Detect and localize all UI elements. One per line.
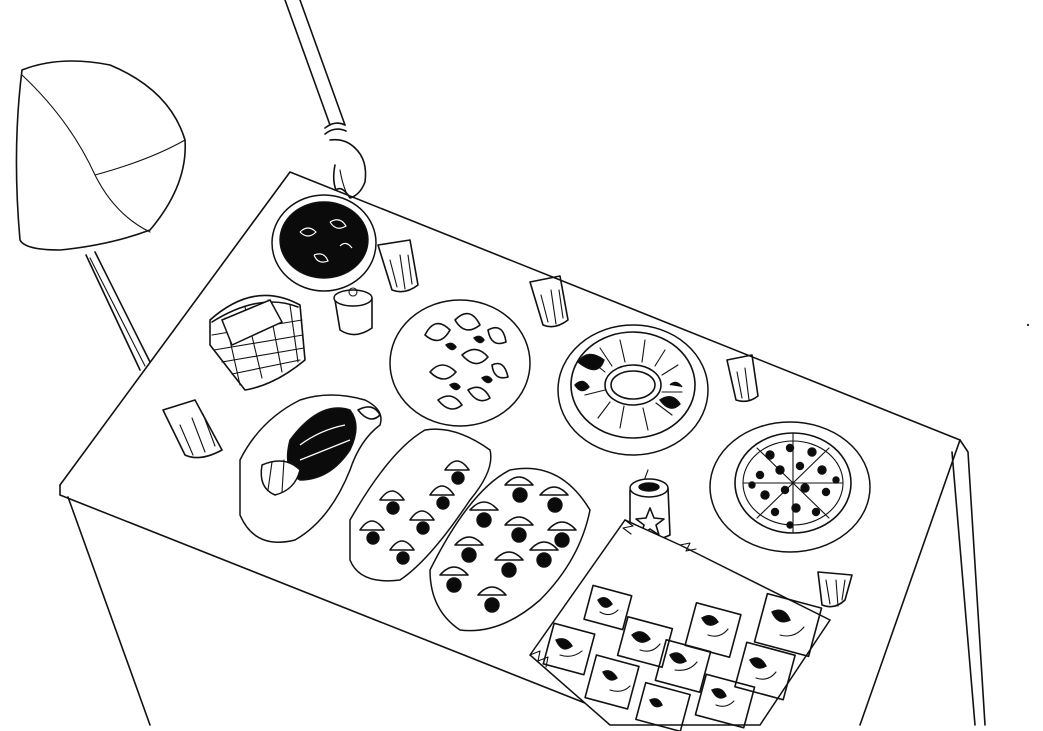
table — [59, 171, 986, 726]
chair — [15, 60, 187, 371]
wreath-cake-platter — [557, 324, 709, 456]
pizza-plate — [709, 421, 871, 553]
glass — [726, 354, 759, 403]
table-leg-right — [959, 439, 986, 726]
tart-tray — [349, 428, 492, 582]
glass — [817, 571, 853, 608]
dark-bowl — [271, 194, 377, 292]
dumpling-plate — [389, 299, 531, 427]
hand-reaching — [284, 0, 367, 199]
croissant-dish — [239, 394, 382, 543]
sugar-pot — [333, 287, 373, 336]
glass — [377, 239, 419, 293]
table-leg-left — [67, 496, 151, 726]
bread-basket — [209, 294, 306, 391]
square-cakes-tray — [528, 519, 832, 731]
pastry-tray — [429, 467, 591, 632]
glass — [529, 275, 569, 328]
glass — [162, 399, 223, 459]
